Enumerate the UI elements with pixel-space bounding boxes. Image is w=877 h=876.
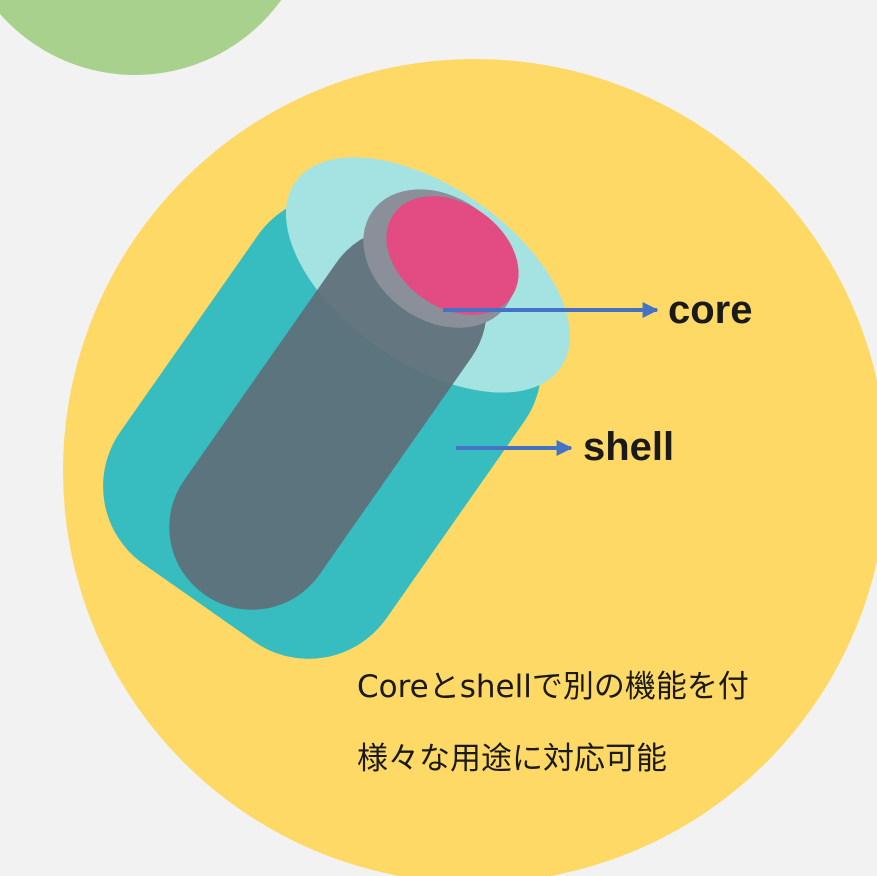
caption-line-2: 様々な用途に対応可能 <box>357 741 667 777</box>
decor-green-circle <box>0 0 282 75</box>
core-body <box>169 227 487 610</box>
shell-label: shell <box>583 425 675 469</box>
core-shell-fiber <box>103 157 570 659</box>
core-top-face <box>386 196 519 315</box>
caption-line-1: Coreとshellで別の機能を付 <box>357 669 749 705</box>
core-label: core <box>668 288 753 332</box>
